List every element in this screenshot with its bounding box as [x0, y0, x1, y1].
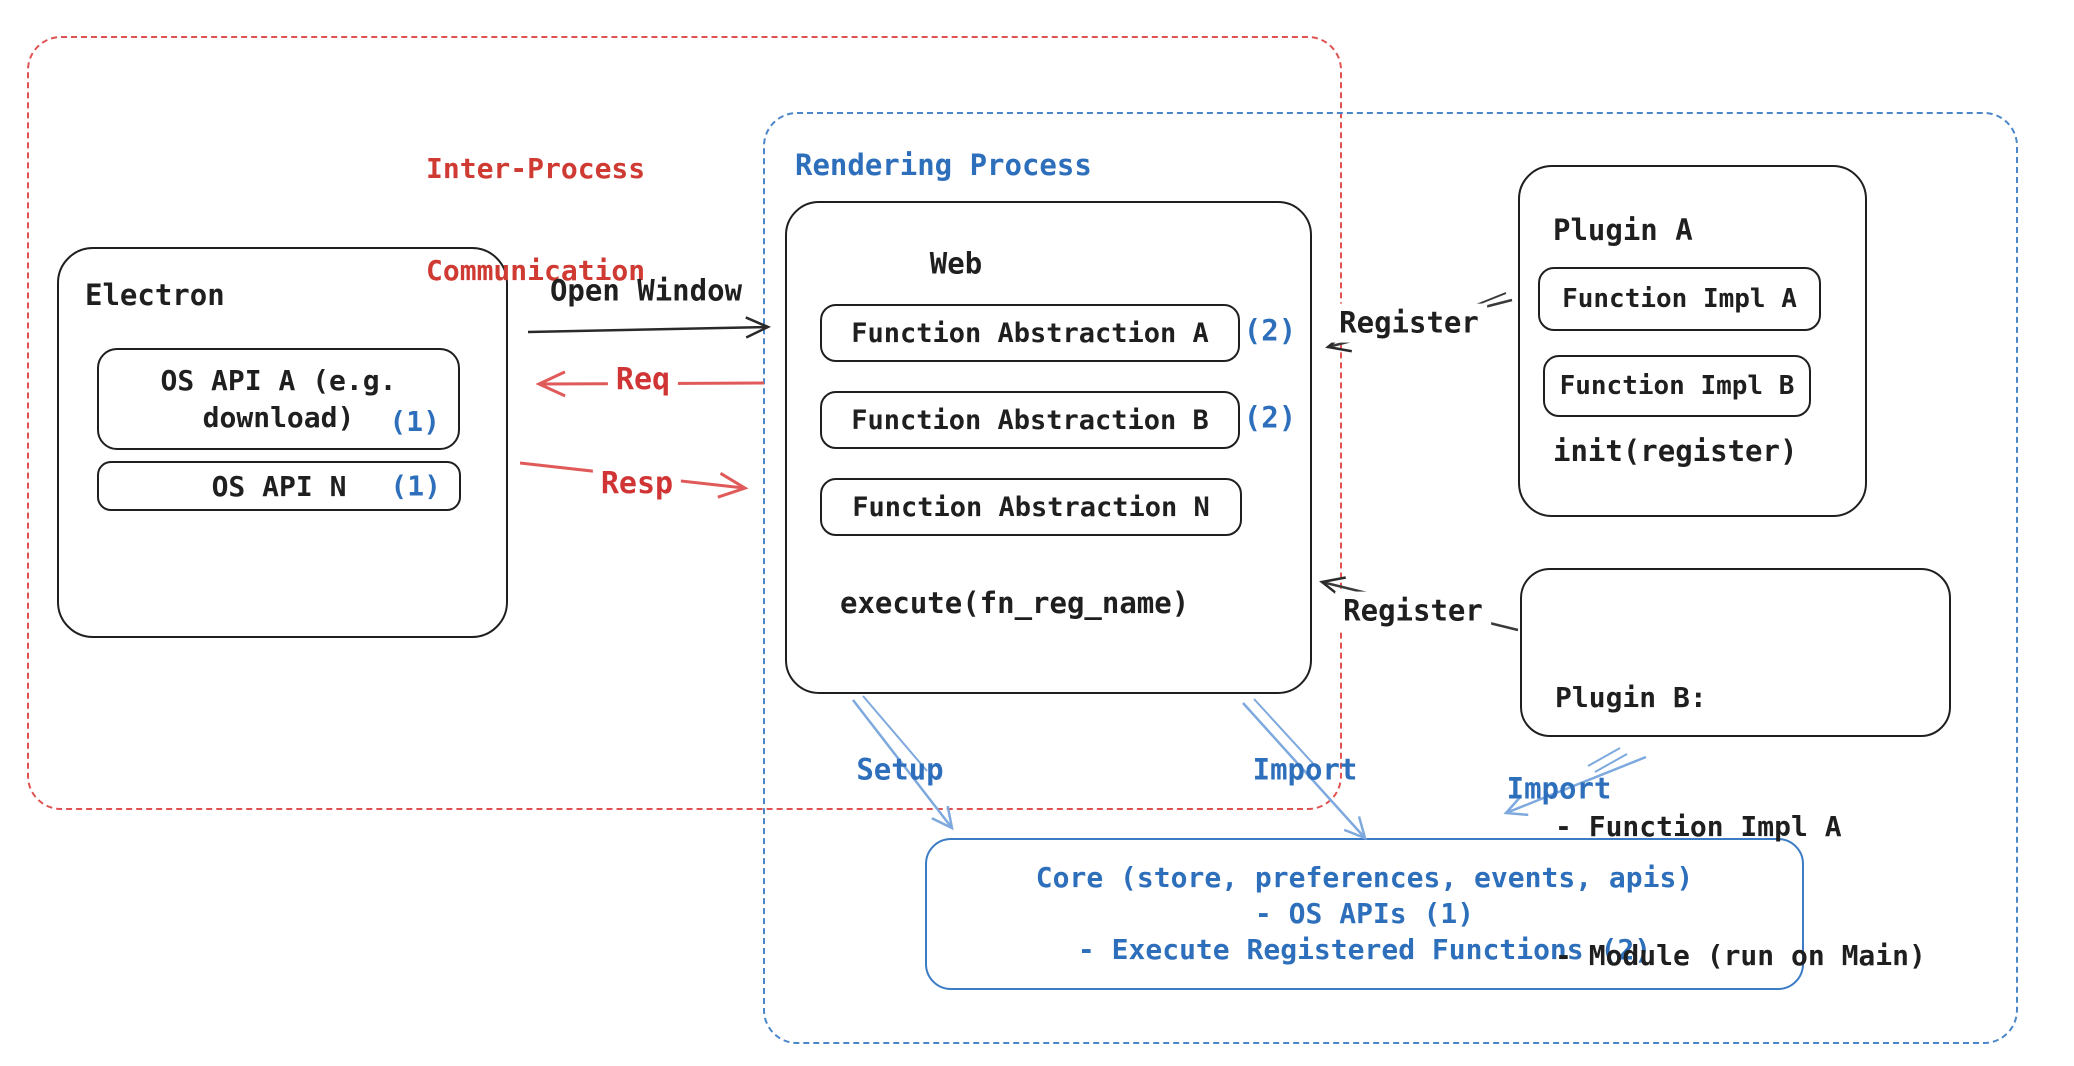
function-impl-b-label: Function Impl B — [1559, 371, 1795, 401]
os-api-a-badge: (1) — [389, 405, 440, 438]
register-bottom-label: Register — [1335, 591, 1491, 631]
ipc-label-line2: Communication — [426, 254, 646, 287]
execute-label: execute(fn_reg_name) — [840, 586, 1190, 620]
import-mid-label: Import — [1252, 752, 1358, 787]
function-abstraction-n-label: Function Abstraction N — [852, 491, 1210, 523]
function-abstraction-a-badge: (2) — [1243, 313, 1297, 348]
core-line3: - Execute Registered Functions (2) — [1077, 933, 1652, 966]
core-line1: Core (store, preferences, events, apis) — [1035, 861, 1694, 894]
os-api-a-label-line2: download) — [202, 401, 355, 434]
function-impl-a-label: Function Impl A — [1562, 284, 1797, 314]
plugin-b-title: Plugin B: — [1555, 681, 1707, 714]
plugin-b-text: Plugin B: - Function Impl A - Module (ru… — [1555, 590, 1926, 1063]
function-impl-a-box: Function Impl A — [1538, 267, 1821, 331]
register-top-label: Register — [1331, 303, 1487, 343]
os-api-n-label: OS API N — [211, 469, 347, 503]
os-api-n-box: OS API N (1) — [97, 461, 461, 511]
function-abstraction-b-box: Function Abstraction B — [820, 391, 1240, 449]
plugin-a-title: Plugin A — [1553, 213, 1693, 247]
setup-label: Setup — [856, 752, 944, 787]
function-abstraction-a-box: Function Abstraction A — [820, 304, 1240, 362]
plugin-b-item-2: - Module (run on Main) — [1555, 939, 1926, 972]
rendering-region-boundary — [763, 112, 2018, 1044]
open-window-label: Open Window — [549, 273, 743, 308]
os-api-a-box: OS API A (e.g. download) (1) — [97, 348, 460, 450]
ipc-region-boundary — [27, 36, 1342, 810]
plugin-b-item-1: - Function Impl A — [1555, 810, 1842, 843]
function-abstraction-n-box: Function Abstraction N — [820, 478, 1242, 536]
resp-label: Resp — [592, 464, 682, 504]
function-abstraction-b-label: Function Abstraction B — [851, 404, 1209, 436]
req-label: Req — [607, 360, 679, 400]
web-title: Web — [929, 246, 983, 281]
plugin-a-box — [1518, 165, 1867, 517]
function-abstraction-a-label: Function Abstraction A — [851, 317, 1209, 349]
function-abstraction-b-badge: (2) — [1243, 400, 1297, 435]
import-right-label: Import — [1506, 771, 1612, 806]
ipc-label-line1: Inter-Process — [426, 152, 646, 185]
plugin-b-box — [1520, 568, 1951, 737]
rendering-region-label: Rendering Process — [795, 148, 1092, 182]
electron-title: Electron — [85, 278, 225, 312]
os-api-a-label-line1: OS API A (e.g. — [160, 364, 397, 397]
os-api-n-badge: (1) — [390, 469, 441, 503]
ipc-region-label: Inter-Process Communication — [426, 84, 645, 356]
core-box: Core (store, preferences, events, apis) … — [925, 838, 1804, 990]
init-register-label: init(register) — [1553, 434, 1798, 468]
function-impl-b-box: Function Impl B — [1543, 355, 1811, 417]
core-line2: - OS APIs (1) — [1254, 897, 1475, 930]
